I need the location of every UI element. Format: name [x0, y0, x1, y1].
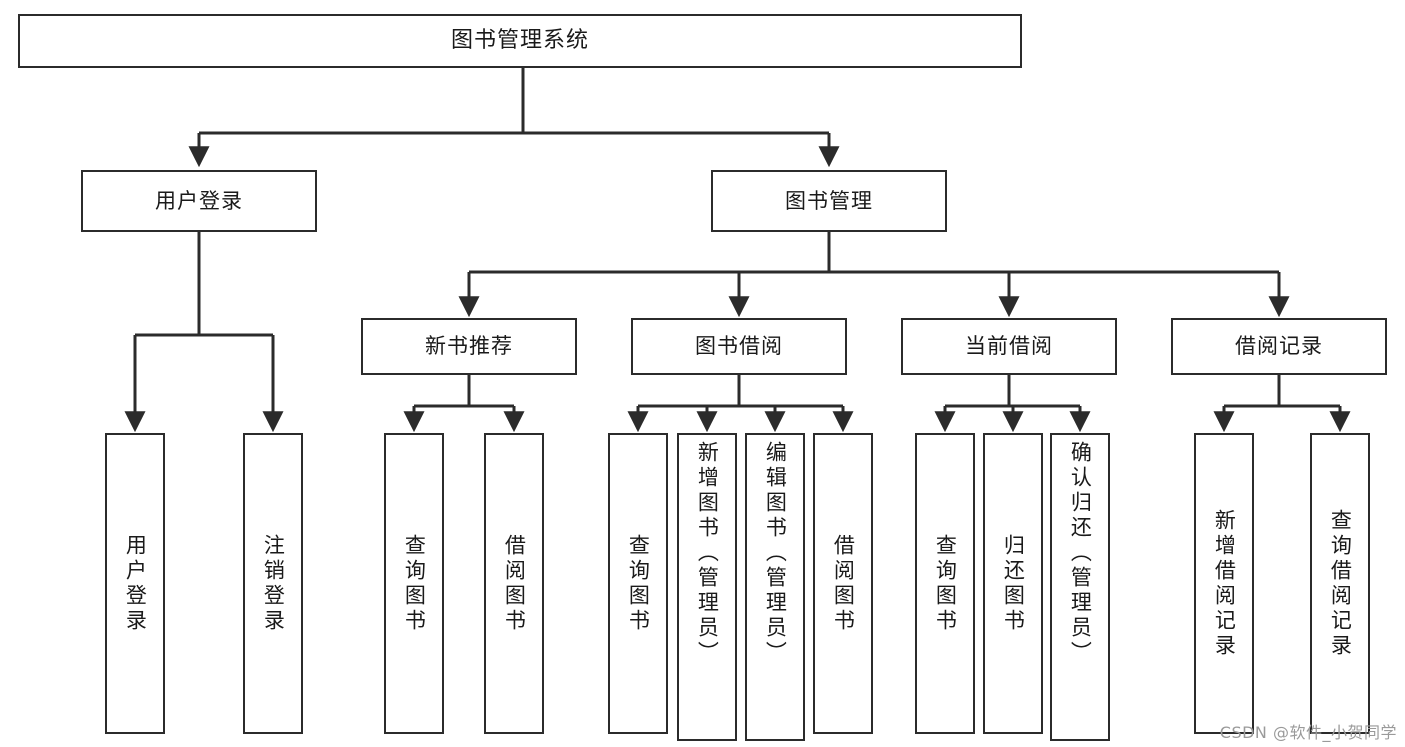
node-label: 图书借阅 — [695, 334, 783, 359]
node-leaf-new-book-borrow[interactable]: 借阅图书 — [484, 433, 544, 734]
node-group-borrow-record[interactable]: 借阅记录 — [1171, 318, 1387, 375]
node-leaf-current-confirm-admin[interactable]: 确认归还（管理员） — [1050, 433, 1110, 741]
node-label: 查询图书 — [626, 533, 651, 634]
node-leaf-user-login[interactable]: 用户登录 — [105, 433, 165, 734]
node-group-new-book[interactable]: 新书推荐 — [361, 318, 577, 375]
node-label: 新书推荐 — [425, 334, 513, 359]
node-label: 归还图书 — [1001, 533, 1026, 634]
watermark-text: CSDN @软件_小贺同学 — [1219, 723, 1397, 742]
node-label: 编辑图书（管理员） — [763, 441, 788, 666]
node-leaf-record-add[interactable]: 新增借阅记录 — [1194, 433, 1254, 734]
node-group-book-borrow[interactable]: 图书借阅 — [631, 318, 847, 375]
node-label: 注销登录 — [261, 533, 286, 634]
node-leaf-borrow-query[interactable]: 查询图书 — [608, 433, 668, 734]
node-book-manage-branch[interactable]: 图书管理 — [711, 170, 947, 232]
node-label: 查询图书 — [402, 533, 427, 634]
node-label: 查询图书 — [933, 533, 958, 634]
node-leaf-current-return[interactable]: 归还图书 — [983, 433, 1043, 734]
node-label: 新增借阅记录 — [1212, 508, 1237, 659]
node-label: 图书管理系统 — [450, 28, 589, 54]
node-label: 借阅图书 — [502, 533, 527, 634]
node-leaf-borrow-do[interactable]: 借阅图书 — [813, 433, 873, 734]
node-label: 用户登录 — [155, 188, 243, 213]
node-leaf-borrow-edit-admin[interactable]: 编辑图书（管理员） — [745, 433, 805, 741]
node-root-system[interactable]: 图书管理系统 — [18, 14, 1022, 68]
node-leaf-borrow-add-admin[interactable]: 新增图书（管理员） — [677, 433, 737, 741]
node-label: 查询借阅记录 — [1328, 508, 1353, 659]
node-leaf-user-logout[interactable]: 注销登录 — [243, 433, 303, 734]
node-label: 借阅图书 — [831, 533, 856, 634]
node-label: 借阅记录 — [1235, 334, 1323, 359]
node-leaf-current-query[interactable]: 查询图书 — [915, 433, 975, 734]
node-group-current-borrow[interactable]: 当前借阅 — [901, 318, 1117, 375]
node-leaf-new-book-query[interactable]: 查询图书 — [384, 433, 444, 734]
node-label: 图书管理 — [785, 188, 873, 213]
node-label: 当前借阅 — [965, 334, 1053, 359]
node-label: 用户登录 — [123, 533, 148, 634]
node-user-login-branch[interactable]: 用户登录 — [81, 170, 317, 232]
node-label: 新增图书（管理员） — [695, 441, 720, 666]
node-leaf-record-query[interactable]: 查询借阅记录 — [1310, 433, 1370, 734]
node-label: 确认归还（管理员） — [1068, 441, 1093, 666]
